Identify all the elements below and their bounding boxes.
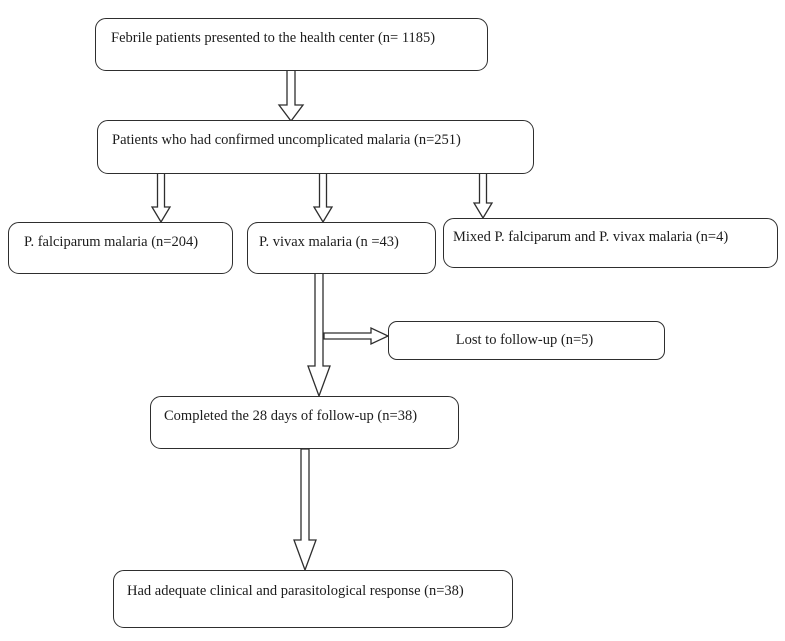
arrow-completed-to-adequate-icon: [293, 448, 317, 572]
node-lost-to-follow-up: Lost to follow-up (n=5): [388, 321, 665, 360]
node-confirmed-malaria: Patients who had confirmed uncomplicated…: [97, 120, 534, 174]
node-vivax-malaria: P. vivax malaria (n =43): [247, 222, 436, 274]
arrow-vivax-to-completed-icon: [307, 272, 331, 398]
node-falciparum-malaria: P. falciparum malaria (n=204): [8, 222, 233, 274]
arrow-febrile-to-confirmed-icon: [277, 65, 305, 123]
arrow-confirmed-to-mixed-icon: [472, 172, 494, 220]
node-mixed-malaria: Mixed P. falciparum and P. vivax malaria…: [443, 218, 778, 268]
arrow-confirmed-to-falciparum-icon: [150, 172, 172, 224]
arrow-vivax-to-lost-icon: [323, 326, 390, 346]
arrow-confirmed-to-vivax-icon: [312, 172, 334, 224]
node-febrile-patients: Febrile patients presented to the health…: [95, 18, 488, 71]
node-adequate-response: Had adequate clinical and parasitologica…: [113, 570, 513, 628]
node-completed-follow-up: Completed the 28 days of follow-up (n=38…: [150, 396, 459, 449]
